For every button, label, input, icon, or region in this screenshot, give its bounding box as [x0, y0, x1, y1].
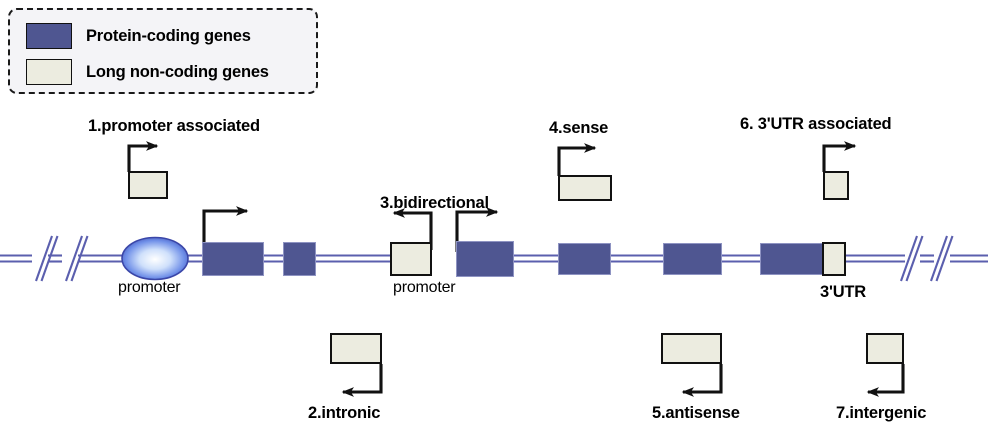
lncrna-box-antisense — [661, 333, 722, 364]
exon-right-gene-1 — [456, 241, 514, 277]
tss-arrow-right-gene — [455, 207, 499, 252]
exon-left-gene-1 — [202, 242, 264, 276]
protein-coding-swatch — [26, 23, 72, 49]
strand-break-right — [900, 235, 954, 282]
long-non-coding-swatch — [26, 59, 72, 85]
promoter-oval — [121, 236, 189, 281]
exon-right-gene-2 — [558, 243, 611, 275]
strand-break-left — [35, 235, 89, 282]
label-sense: 4.sense — [549, 119, 609, 137]
arrow-intronic — [341, 364, 383, 397]
label-bidirectional: 3.bidirectional — [380, 194, 489, 212]
lncrna-box-bidirectional — [390, 242, 432, 276]
arrow-3utr-associated — [822, 141, 857, 172]
legend-label-protein-coding: Protein-coding genes — [86, 26, 251, 45]
lncrna-box-3utr-associated — [823, 171, 849, 200]
label-intergenic: 7.intergenic — [836, 404, 927, 422]
bidirectional-left-arrow — [392, 208, 433, 250]
label-promoter-associated: 1.promoter associated — [88, 117, 260, 135]
lncrna-box-intronic — [330, 333, 382, 364]
label-intronic: 2.intronic — [308, 404, 381, 422]
legend-item-protein-coding: Protein-coding genes — [26, 23, 251, 49]
tss-arrow-left-gene — [202, 206, 249, 256]
lncrna-box-intergenic — [866, 333, 904, 364]
label-promoter-left: promoter — [118, 279, 181, 296]
legend-item-long-non-coding: Long non-coding genes — [26, 59, 269, 85]
legend-label-long-non-coding: Long non-coding genes — [86, 62, 269, 81]
legend-panel: Protein-coding genes Long non-coding gen… — [8, 8, 318, 94]
arrow-sense — [557, 143, 597, 176]
label-3utr: 3'UTR — [820, 283, 867, 301]
label-3utr-associated: 6. 3'UTR associated — [740, 115, 892, 133]
label-promoter-middle: promoter — [393, 279, 456, 296]
exon-left-gene-2 — [283, 242, 316, 276]
arrow-promoter-associated — [127, 141, 159, 172]
exon-right-gene-3 — [663, 243, 722, 275]
lncrna-box-promoter-associated — [128, 171, 168, 199]
label-antisense: 5.antisense — [652, 404, 740, 422]
three-prime-utr-box — [822, 242, 846, 276]
arrow-intergenic — [866, 364, 905, 397]
lncrna-box-sense — [558, 175, 612, 201]
exon-right-gene-4 — [760, 243, 823, 275]
arrow-antisense — [681, 364, 723, 397]
